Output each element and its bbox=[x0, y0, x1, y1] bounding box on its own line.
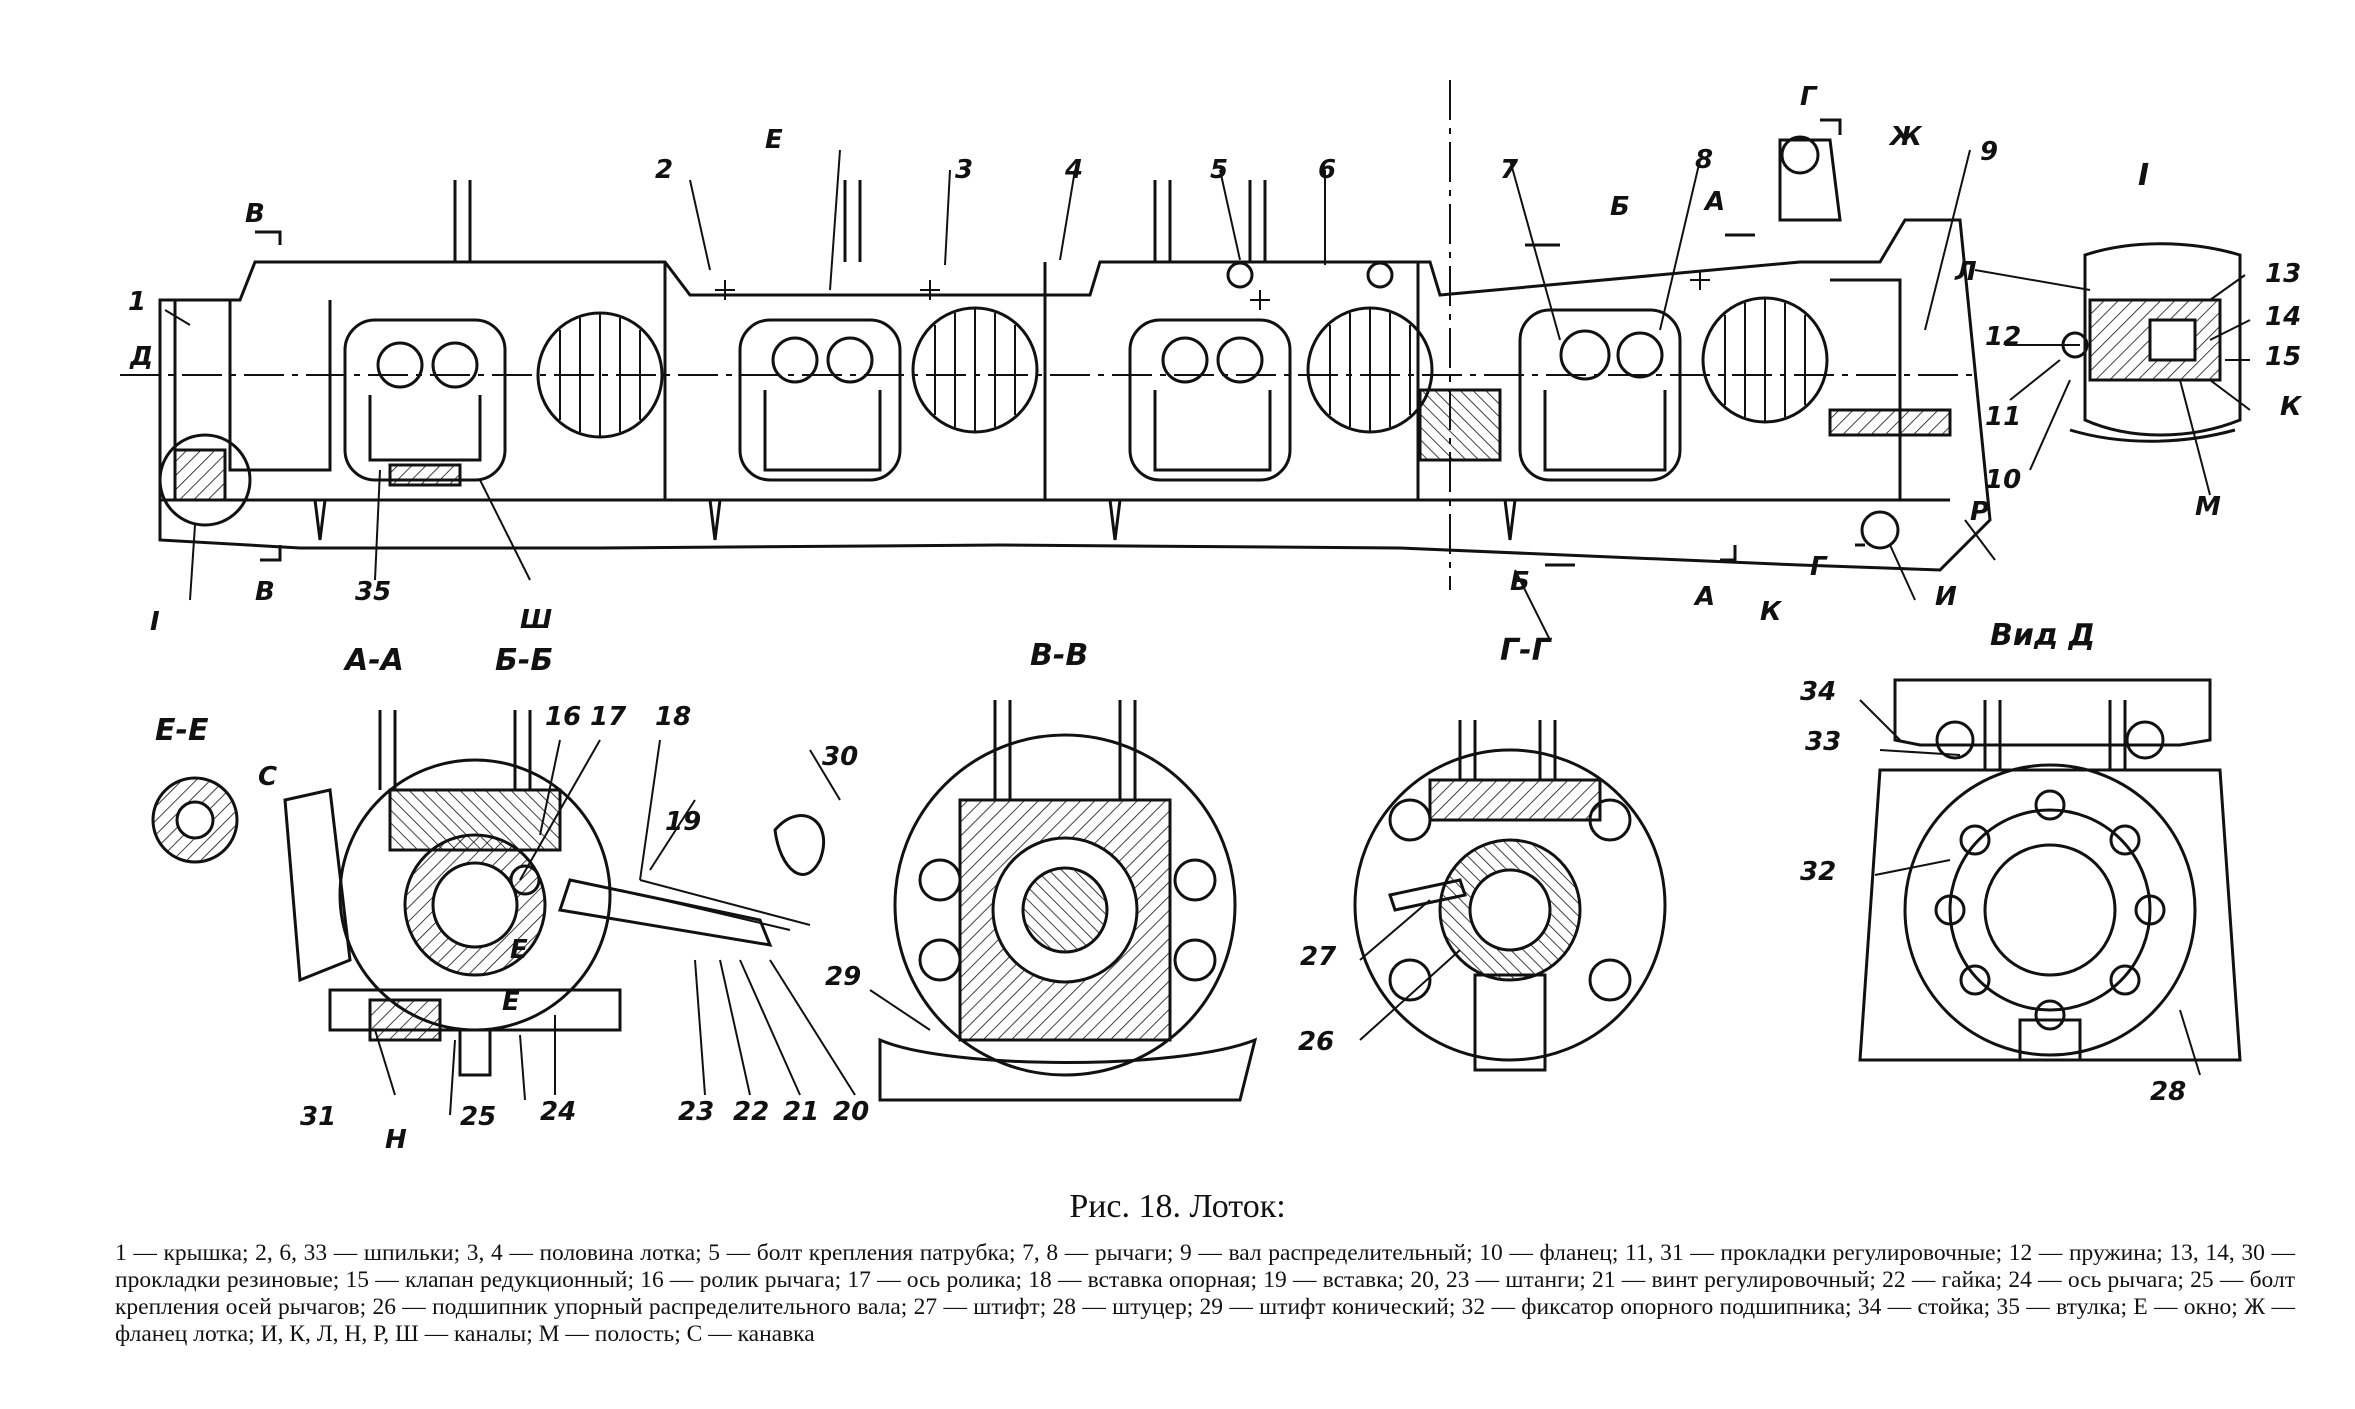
svg-text:18: 18 bbox=[655, 702, 691, 732]
svg-text:Л: Л bbox=[1954, 257, 1977, 287]
svg-text:К: К bbox=[1760, 597, 1783, 627]
svg-text:И: И bbox=[1935, 582, 1957, 612]
svg-text:15: 15 bbox=[2265, 342, 2301, 372]
svg-text:8: 8 bbox=[1695, 145, 1713, 175]
svg-text:12: 12 bbox=[1985, 322, 2021, 352]
svg-text:35: 35 bbox=[355, 577, 391, 607]
leader-lines bbox=[164, 149, 2251, 1116]
svg-text:17: 17 bbox=[590, 702, 627, 732]
svg-text:14: 14 bbox=[2265, 302, 2301, 332]
svg-text:19: 19 bbox=[665, 807, 701, 837]
svg-text:М: М bbox=[2195, 492, 2221, 522]
svg-text:I: I bbox=[150, 607, 160, 637]
svg-text:А: А bbox=[1693, 582, 1715, 612]
svg-text:9: 9 bbox=[1980, 137, 1998, 167]
svg-text:Е: Е bbox=[765, 125, 783, 155]
svg-text:27: 27 bbox=[1300, 942, 1337, 972]
svg-text:Е: Е bbox=[502, 987, 520, 1017]
svg-text:24: 24 bbox=[540, 1097, 576, 1127]
svg-text:25: 25 bbox=[460, 1102, 496, 1132]
view-d bbox=[1858, 678, 2242, 1062]
svg-text:4: 4 bbox=[1064, 155, 1083, 185]
svg-text:К: К bbox=[2280, 392, 2303, 422]
svg-text:13: 13 bbox=[2265, 259, 2301, 289]
label-vid-d: Вид Д bbox=[1990, 618, 2095, 653]
svg-text:29: 29 bbox=[825, 962, 861, 992]
svg-text:Д: Д bbox=[129, 342, 153, 372]
section-vv bbox=[773, 700, 1258, 1102]
svg-text:Ж: Ж bbox=[1888, 122, 1923, 152]
figure-legend: 1 — крышка; 2, 6, 33 — шпильки; 3, 4 — п… bbox=[115, 1240, 2295, 1347]
section-gg bbox=[1353, 720, 1667, 1072]
svg-text:28: 28 bbox=[2150, 1077, 2186, 1107]
main-view bbox=[120, 80, 1992, 590]
svg-text:Ш: Ш bbox=[520, 605, 552, 635]
svg-text:16: 16 bbox=[545, 702, 581, 732]
label-bb: Б-Б bbox=[495, 643, 553, 678]
svg-text:22: 22 bbox=[733, 1097, 769, 1127]
svg-text:В: В bbox=[255, 577, 275, 607]
svg-text:Р: Р bbox=[1970, 497, 1989, 527]
svg-text:33: 33 bbox=[1805, 727, 1841, 757]
svg-text:7: 7 bbox=[1500, 155, 1519, 185]
svg-text:21: 21 bbox=[783, 1097, 819, 1127]
svg-text:Б: Б bbox=[1610, 192, 1630, 222]
section-aa-bb bbox=[283, 710, 811, 1077]
svg-text:Б: Б bbox=[1510, 567, 1530, 597]
svg-text:I: I bbox=[2138, 158, 2149, 193]
svg-text:26: 26 bbox=[1298, 1027, 1334, 1057]
svg-text:А: А bbox=[1703, 187, 1725, 217]
figure-caption: Рис. 18. Лоток: bbox=[1069, 1188, 1286, 1225]
svg-text:5: 5 bbox=[1210, 155, 1228, 185]
svg-text:32: 32 bbox=[1800, 857, 1836, 887]
svg-text:Г: Г bbox=[1810, 552, 1828, 582]
label-vv: В-В bbox=[1030, 638, 1088, 673]
technical-drawing: 1 2 Е 3 4 5 6 7 8 9 В Д Б А Г Ж I I В 35… bbox=[120, 80, 2303, 1155]
svg-text:3: 3 bbox=[955, 155, 973, 185]
callout-labels: 1 2 Е 3 4 5 6 7 8 9 В Д Б А Г Ж I I В 35… bbox=[128, 82, 2303, 1155]
svg-text:11: 11 bbox=[1985, 402, 2021, 432]
svg-text:Е: Е bbox=[510, 935, 528, 965]
detail-view-I bbox=[2061, 242, 2242, 443]
svg-text:В: В bbox=[245, 199, 265, 229]
svg-text:23: 23 bbox=[678, 1097, 714, 1127]
label-aa: А-А bbox=[343, 643, 404, 678]
svg-text:30: 30 bbox=[822, 742, 858, 772]
svg-text:Г: Г bbox=[1800, 82, 1818, 112]
svg-text:1: 1 bbox=[128, 287, 146, 317]
section-ee bbox=[151, 776, 239, 864]
svg-text:31: 31 bbox=[300, 1102, 336, 1132]
label-ee: Е-Е bbox=[155, 713, 209, 748]
svg-text:6: 6 bbox=[1318, 155, 1336, 185]
svg-text:10: 10 bbox=[1985, 465, 2021, 495]
svg-text:С: С bbox=[258, 762, 277, 792]
svg-text:34: 34 bbox=[1800, 677, 1836, 707]
svg-text:Н: Н bbox=[385, 1125, 407, 1155]
svg-text:2: 2 bbox=[655, 155, 673, 185]
svg-text:20: 20 bbox=[833, 1097, 869, 1127]
label-gg: Г-Г bbox=[1500, 633, 1553, 668]
